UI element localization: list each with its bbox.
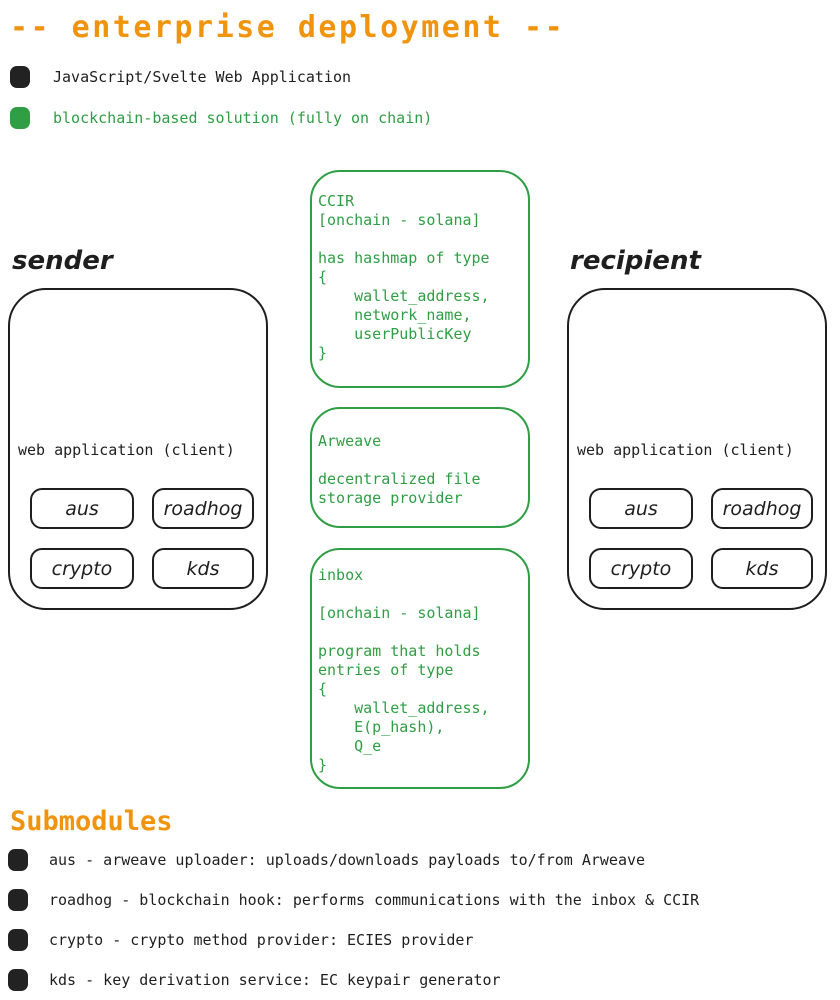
inbox-box: inbox [onchain - solana] program that ho… [310, 548, 530, 789]
submodules-title: Submodules [10, 806, 173, 837]
submodule-label: aus - arweave uploader: uploads/download… [49, 851, 646, 869]
module-chip-roadhog: roadhog [711, 488, 813, 529]
submodule-bullet-icon [8, 849, 28, 871]
submodule-bullet-icon [8, 969, 28, 991]
submodule-row-roadhog: roadhog - blockchain hook: performs comm… [8, 889, 699, 911]
recipient-label: recipient [570, 246, 701, 276]
submodule-label: crypto - crypto method provider: ECIES p… [49, 931, 474, 949]
submodule-row-kds: kds - key derivation service: EC keypair… [8, 969, 501, 991]
legend-label: blockchain-based solution (fully on chai… [53, 109, 433, 127]
module-chip-roadhog: roadhog [152, 488, 254, 529]
submodule-bullet-icon [8, 929, 28, 951]
submodule-label: roadhog - blockchain hook: performs comm… [49, 891, 700, 909]
arweave-box: Arweave decentralized file storage provi… [310, 407, 530, 528]
legend-item-web-application: JavaScript/Svelte Web Application [10, 66, 351, 88]
module-chip-crypto: crypto [589, 548, 693, 589]
page-title: -- enterprise deployment -- [10, 10, 566, 45]
client-label: web application (client) [18, 441, 235, 459]
module-chip-crypto: crypto [30, 548, 134, 589]
submodule-row-crypto: crypto - crypto method provider: ECIES p… [8, 929, 473, 951]
sender-box: web application (client) aus roadhog cry… [8, 288, 268, 610]
client-label: web application (client) [577, 441, 794, 459]
blockchain-swatch-icon [10, 107, 30, 129]
submodule-bullet-icon [8, 889, 28, 911]
sender-label: sender [12, 246, 113, 276]
submodule-row-aus: aus - arweave uploader: uploads/download… [8, 849, 645, 871]
module-chip-aus: aus [589, 488, 693, 529]
ccir-box: CCIR [onchain - solana] has hashmap of t… [310, 170, 530, 388]
module-chip-aus: aus [30, 488, 134, 529]
submodule-label: kds - key derivation service: EC keypair… [49, 971, 501, 989]
legend-item-blockchain: blockchain-based solution (fully on chai… [10, 107, 432, 129]
module-chip-kds: kds [152, 548, 254, 589]
recipient-box: web application (client) aus roadhog cry… [567, 288, 827, 610]
legend-label: JavaScript/Svelte Web Application [53, 68, 352, 86]
web-application-swatch-icon [10, 66, 30, 88]
module-chip-kds: kds [711, 548, 813, 589]
